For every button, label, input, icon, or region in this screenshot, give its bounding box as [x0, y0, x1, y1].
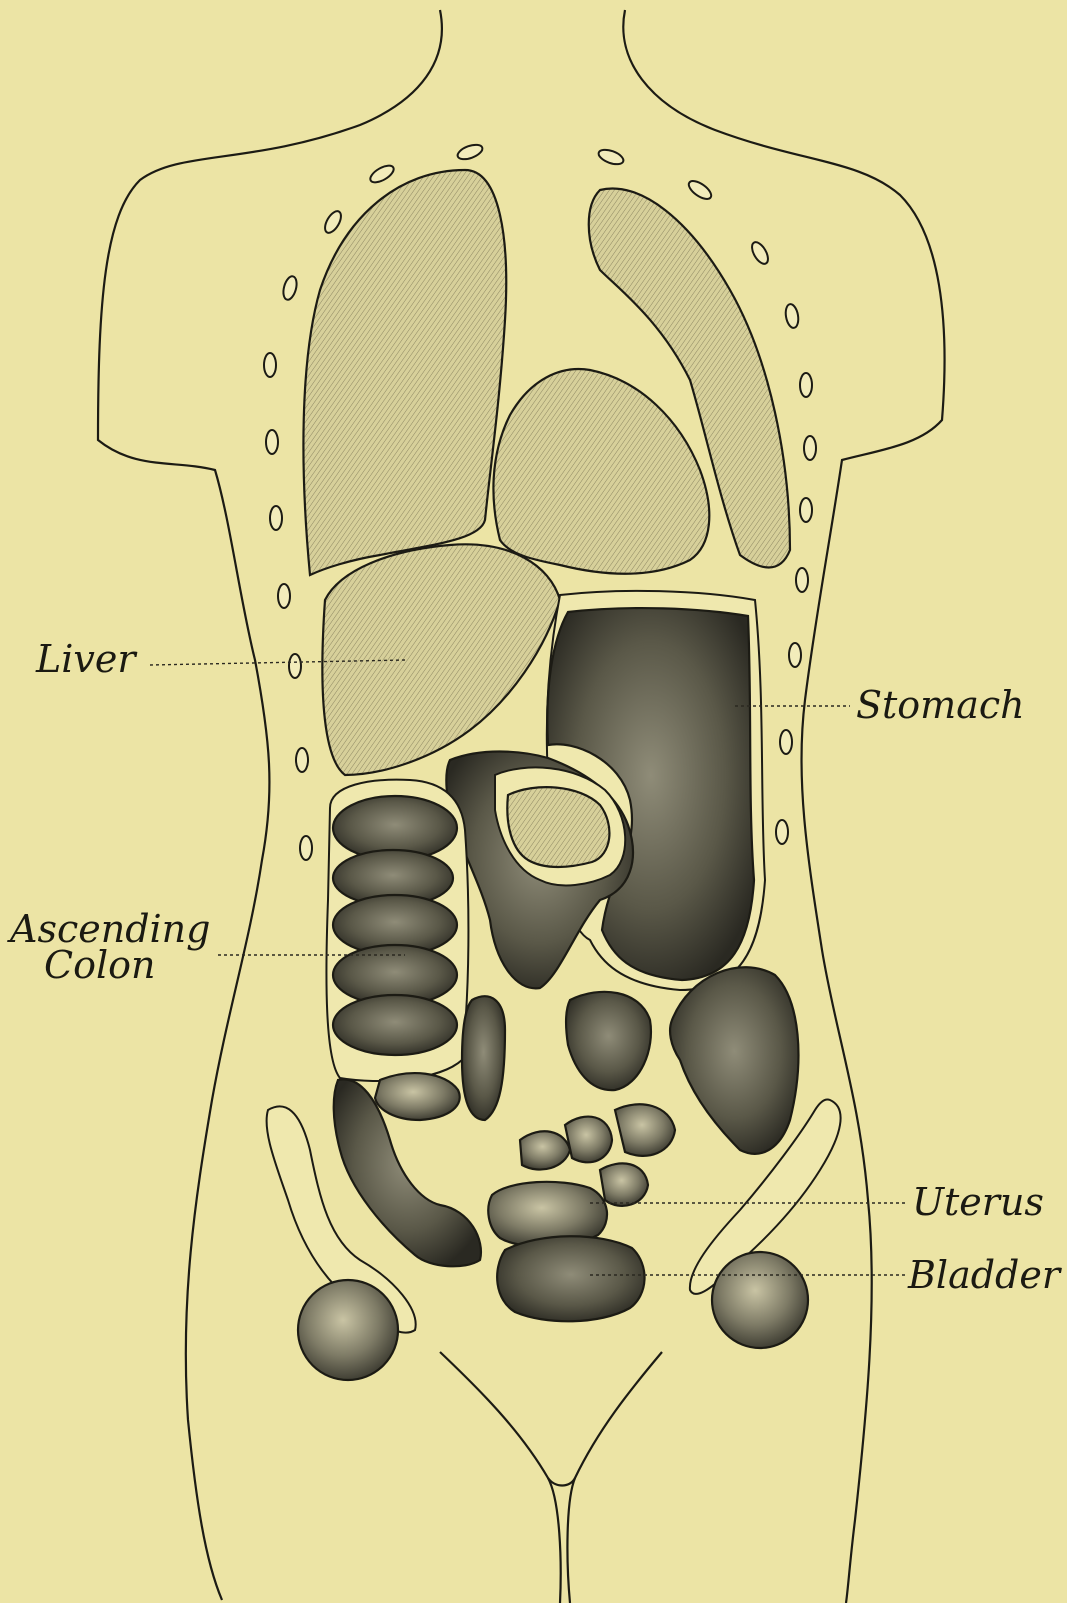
label-bladder: Bladder	[907, 1253, 1063, 1297]
bladder	[497, 1236, 644, 1321]
descending-colon	[670, 967, 798, 1154]
label-uterus: Uterus	[912, 1180, 1044, 1224]
label-colon: Colon	[44, 943, 155, 987]
label-stomach: Stomach	[856, 683, 1025, 727]
right-femoral-head	[298, 1280, 398, 1380]
liver	[322, 544, 560, 775]
left-femoral-head	[712, 1252, 808, 1348]
ascending-colon	[326, 780, 468, 1081]
heart	[493, 369, 709, 574]
label-liver: Liver	[35, 637, 138, 681]
